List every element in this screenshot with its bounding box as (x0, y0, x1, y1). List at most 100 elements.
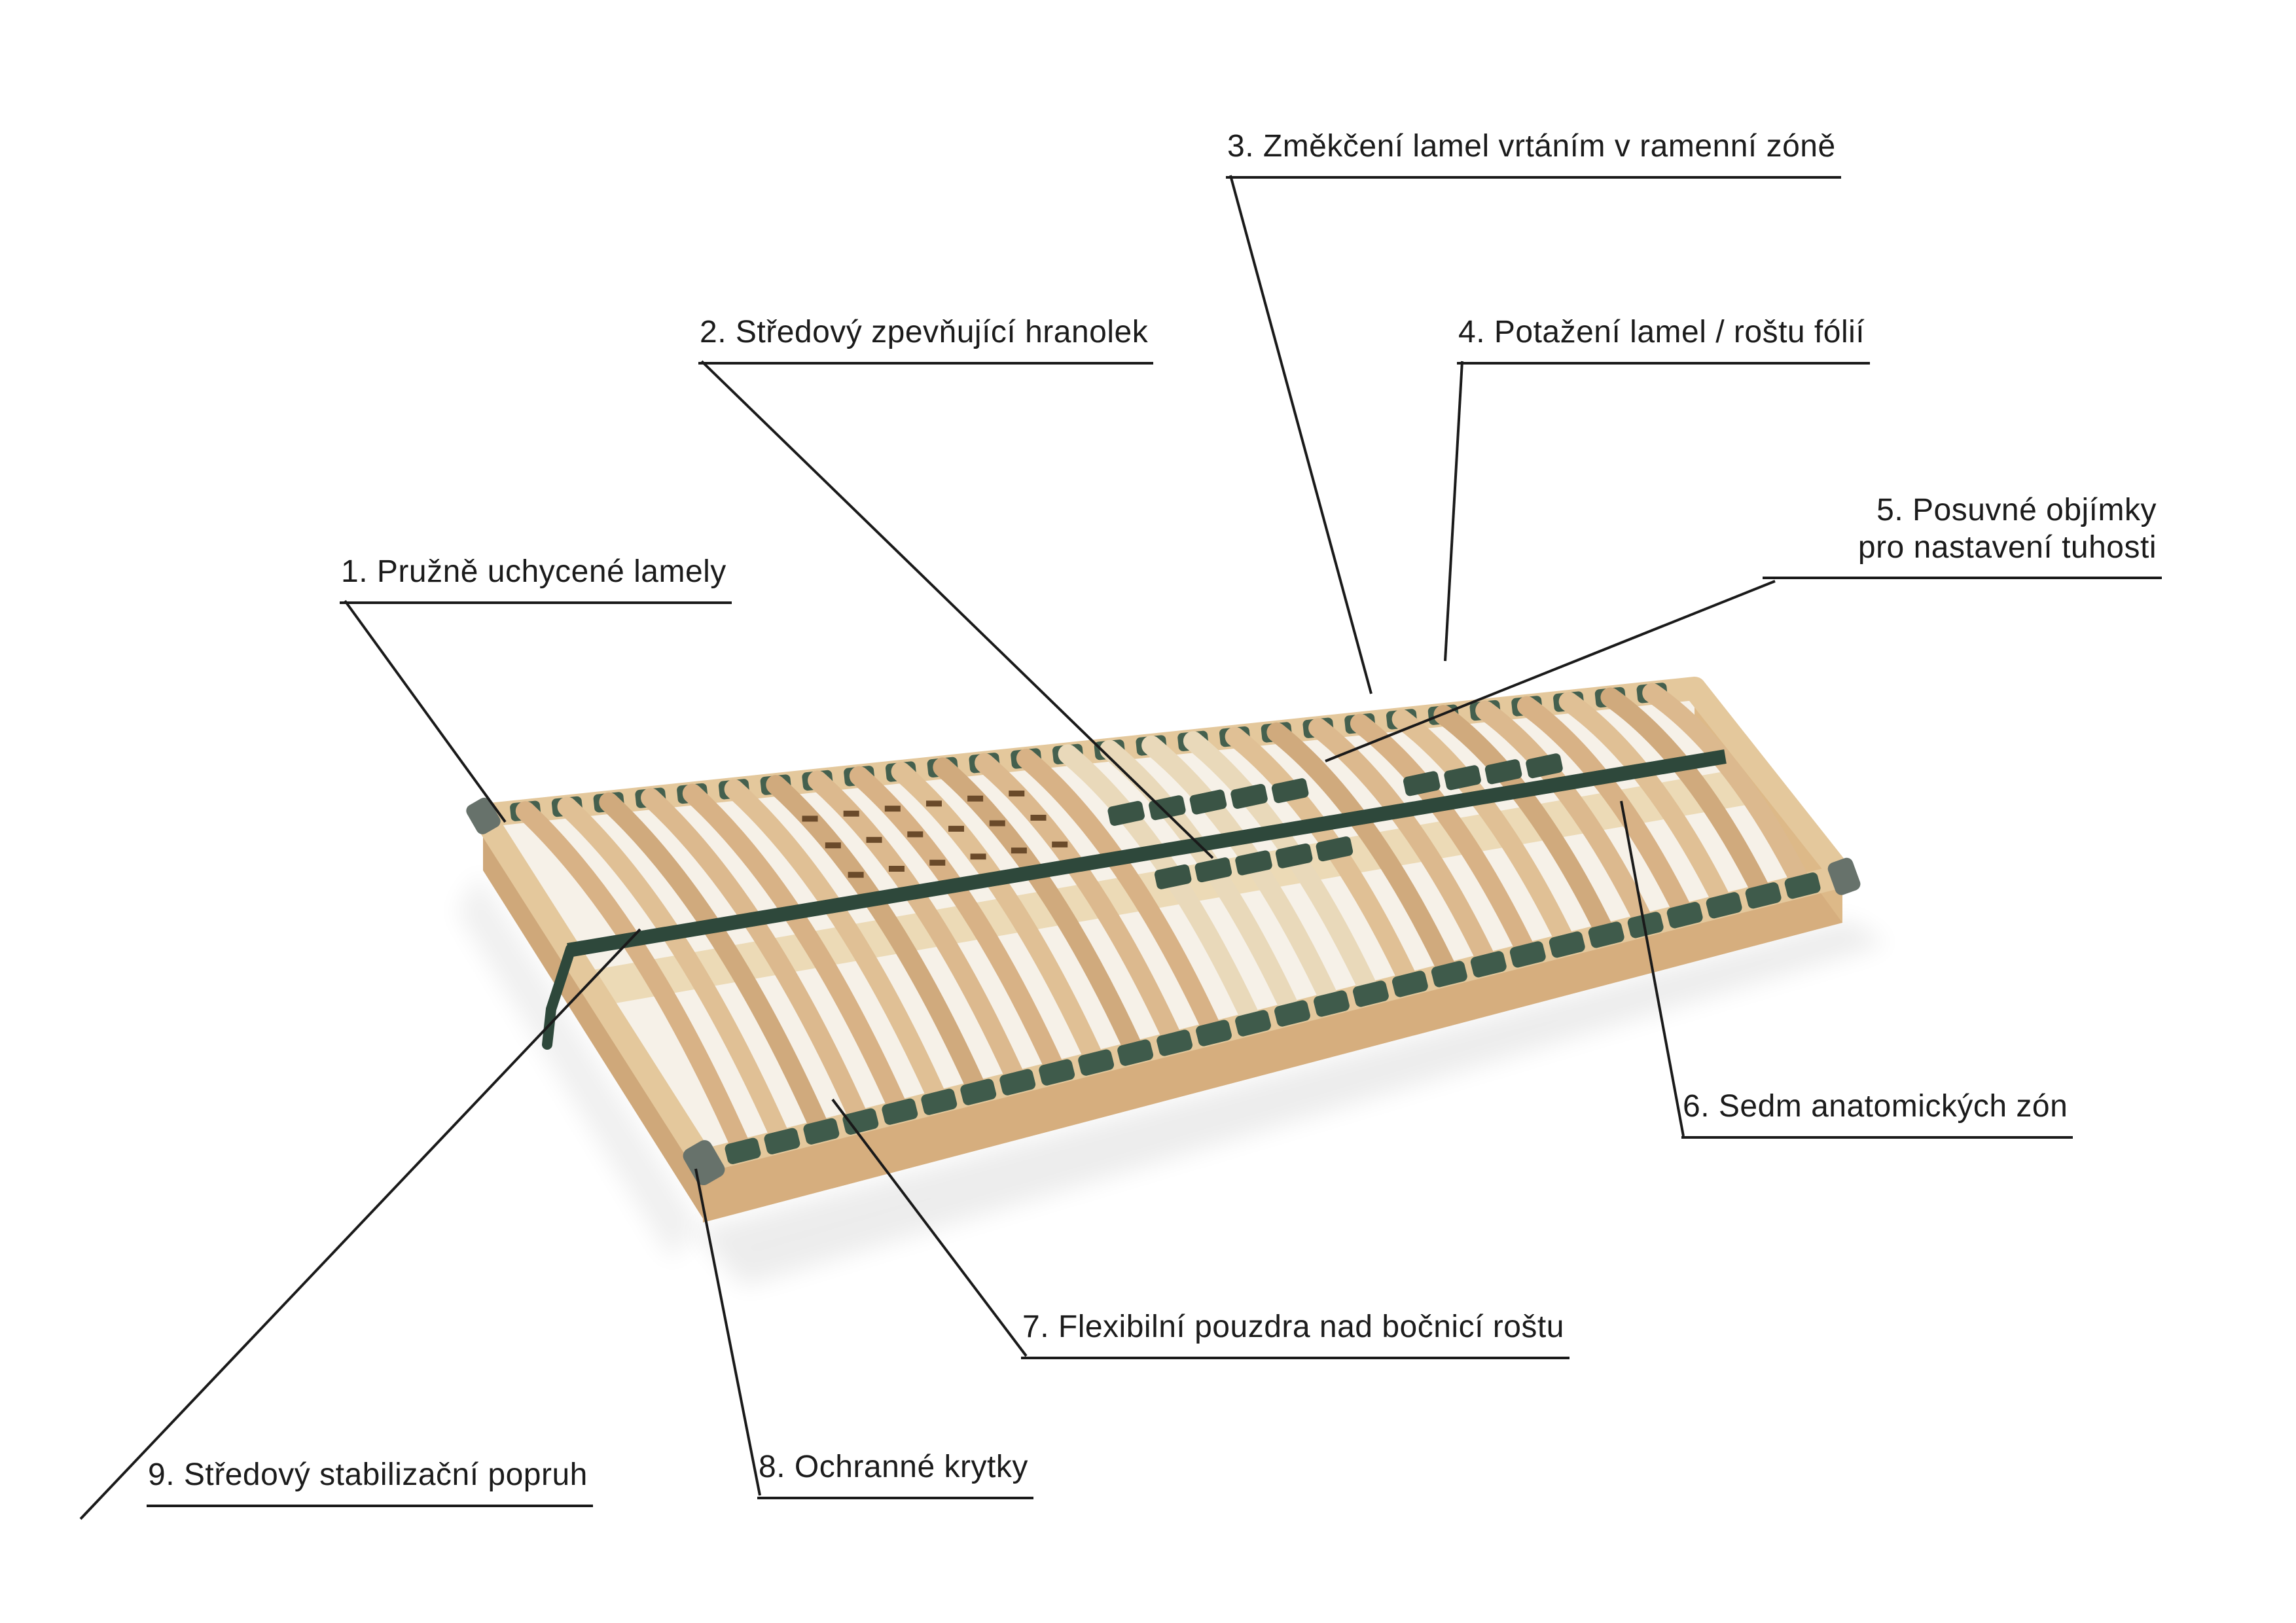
slat-holder-front (1235, 1010, 1271, 1037)
tension-slider (1189, 789, 1227, 815)
strap-hanging-end (542, 944, 576, 1050)
slat-holder-front (1745, 882, 1782, 909)
tension-slider (1235, 850, 1272, 876)
label-sliding-clamps-line2: pro nastavení tuhosti (1857, 529, 2157, 565)
tension-slider (1230, 783, 1268, 809)
tension-slider (1107, 800, 1145, 826)
slat (1350, 713, 1538, 965)
label-drilled-shoulder: 3. Změkčení lamel vrtáním v ramenní zóně (1226, 128, 1841, 179)
leader-line-8 (694, 1168, 761, 1496)
slat (1600, 687, 1774, 906)
slat (1558, 692, 1734, 916)
bed-base (466, 677, 1861, 1222)
slat (1308, 718, 1499, 974)
tension-slider (1484, 759, 1522, 785)
slat (1516, 696, 1695, 925)
slat (1141, 735, 1342, 1014)
label-foil-coating: 4. Potažení lamel / roštu fólií (1457, 314, 1871, 365)
slat-holder-front (1353, 980, 1389, 1007)
leader-line-9 (79, 928, 641, 1520)
label-protective-caps: 8. Ochranné krytky (757, 1449, 1033, 1499)
slat-holder-front (842, 1108, 879, 1135)
slat (808, 770, 1028, 1092)
slat (933, 757, 1145, 1063)
label-sliding-clamps: 5. Posuvné objímky pro nastavení tuhosti (1763, 492, 2162, 580)
slat-holder-front (1627, 912, 1664, 938)
slat-holder-front (1706, 892, 1742, 919)
tension-slider (1149, 795, 1186, 821)
frame-front-face (703, 883, 1842, 1222)
slat (1058, 744, 1263, 1033)
slat-holder-front (803, 1118, 840, 1145)
leader-line-7 (831, 1098, 1028, 1357)
label-sprung-slats: 1. Pružně uchycené lamely (340, 554, 732, 604)
slat-holder-front (1274, 1000, 1310, 1027)
slat (641, 788, 870, 1132)
tension-slider (1444, 765, 1481, 791)
tension-slider (1526, 753, 1563, 779)
slat (724, 779, 949, 1112)
leader-line-6 (1620, 800, 1685, 1137)
slat-holder-front (1117, 1039, 1154, 1066)
leader-line-4 (1444, 361, 1463, 662)
label-center-strap: 9. Středový stabilizační popruh (147, 1457, 593, 1507)
slat (1475, 700, 1656, 935)
leader-lines (79, 175, 1776, 1520)
corner-cap-front-right (1827, 857, 1861, 895)
slat-holder-front (999, 1069, 1036, 1096)
slat-holder-front (1588, 921, 1624, 948)
slat-holder-front (1391, 971, 1428, 997)
tension-slider (1316, 836, 1354, 862)
slat (849, 766, 1067, 1082)
slat-holder-front (1549, 931, 1585, 958)
slat (1016, 749, 1224, 1043)
slat (766, 775, 988, 1102)
tension-slider (1275, 843, 1313, 868)
slat-holder-front (921, 1088, 958, 1115)
tension-slider (1154, 864, 1192, 889)
bed-shadow (457, 874, 1888, 1287)
slat (1433, 705, 1617, 945)
slat (1391, 709, 1577, 955)
slat-holder-front (1196, 1020, 1232, 1046)
leader-line-1 (344, 599, 507, 823)
slat (1225, 726, 1420, 994)
label-sliding-clamps-line1: 5. Posuvné objímky (1876, 493, 2157, 527)
slat (557, 796, 792, 1151)
slat (682, 783, 910, 1122)
leader-line-3 (1229, 175, 1372, 694)
slat (1266, 722, 1460, 984)
label-center-bar: 2. Středový zpevňující hranolek (698, 314, 1154, 365)
slat-holder-front (960, 1079, 997, 1105)
corner-cap-front-left (683, 1140, 725, 1186)
slat (1183, 731, 1381, 1004)
slat-holder-front (882, 1098, 918, 1125)
slat-holder-front (1157, 1029, 1193, 1056)
shadow-front (694, 919, 1888, 1287)
slat-holder-front (1314, 990, 1350, 1017)
slat (975, 753, 1185, 1053)
slat (891, 762, 1106, 1073)
slat (515, 801, 753, 1161)
slat-holder-front (1666, 902, 1703, 929)
tension-slider (1403, 771, 1441, 796)
slat-holder-front (725, 1137, 761, 1164)
slat-holder-front (764, 1128, 800, 1154)
slat (599, 792, 831, 1141)
slat (1642, 683, 1813, 896)
slat-holder-front (1509, 941, 1546, 968)
slat-holder-front (1078, 1049, 1115, 1076)
shadow-left (457, 874, 699, 1260)
tension-slider (1271, 778, 1309, 804)
slat-holder-front (1784, 872, 1821, 899)
leader-line-5 (1325, 580, 1776, 762)
slat-holder-front (1431, 961, 1467, 988)
slat-holder-front (1039, 1059, 1075, 1086)
label-flexible-pockets: 7. Flexibilní pouzdra nad bočnicí roštu (1021, 1309, 1570, 1359)
slat-holder-front (1470, 951, 1507, 978)
leader-line-2 (700, 360, 1214, 859)
corner-cap-back-left (466, 797, 501, 834)
center-strap (567, 749, 1727, 957)
